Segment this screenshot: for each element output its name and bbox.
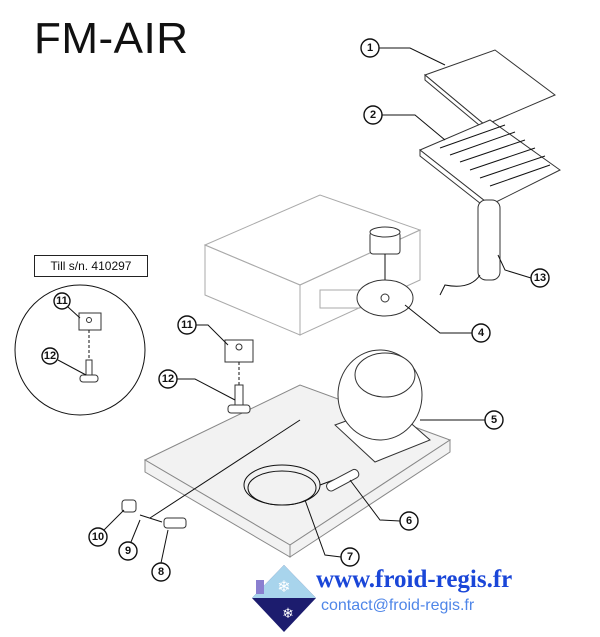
drain-hose (439, 199, 501, 296)
website-link[interactable]: www.froid-regis.fr (316, 566, 513, 593)
compressor (334, 349, 431, 463)
inset-callout-11: 11 (53, 292, 71, 310)
inset-callout-12: 12 (41, 347, 59, 365)
callout-12: 12 (158, 369, 178, 389)
svg-text:2: 2 (370, 109, 376, 121)
snowflake-icon: ❄ (277, 579, 290, 596)
callout-8: 8 (151, 562, 171, 582)
callout-7: 7 (340, 547, 360, 567)
svg-text:5: 5 (491, 414, 497, 426)
inset-label: Till s/n. 410297 (34, 255, 148, 277)
svg-text:12: 12 (44, 350, 56, 362)
callout-13: 13 (530, 268, 550, 288)
filter-drier (326, 468, 360, 492)
svg-text:13: 13 (534, 272, 546, 284)
svg-text:9: 9 (125, 545, 131, 557)
solenoid-valve (227, 384, 251, 414)
callout-1: 1 (360, 38, 380, 58)
evaporator-grid (419, 119, 561, 213)
callout-10: 10 (88, 527, 108, 547)
solenoid-coil (224, 339, 254, 395)
leader-lines (57, 47, 532, 564)
svg-text:7: 7 (347, 551, 353, 563)
fan-blade (356, 279, 414, 317)
callout-9: 9 (118, 541, 138, 561)
svg-text:12: 12 (162, 373, 174, 385)
svg-text:6: 6 (406, 515, 412, 527)
svg-text:11: 11 (56, 295, 68, 307)
callout-11: 11 (177, 315, 197, 335)
svg-text:10: 10 (92, 531, 104, 543)
callout-5: 5 (484, 410, 504, 430)
service-valves (121, 419, 301, 529)
svg-text:11: 11 (181, 319, 193, 331)
callout-6: 6 (399, 511, 419, 531)
svg-text:1: 1 (367, 42, 373, 54)
svg-text:4: 4 (478, 327, 485, 339)
page-title: FM-AIR (34, 14, 189, 63)
svg-text:8: 8 (158, 566, 164, 578)
drip-tray (424, 49, 556, 132)
snowflake-icon: ❄ (282, 605, 294, 621)
callout-4: 4 (471, 323, 491, 343)
froid-regis-logo: ❄ ❄ (252, 565, 316, 632)
email-link[interactable]: contact@froid-regis.fr (321, 597, 475, 614)
inset-detail (14, 284, 146, 416)
fan-motor (369, 226, 401, 285)
callout-2: 2 (363, 105, 383, 125)
